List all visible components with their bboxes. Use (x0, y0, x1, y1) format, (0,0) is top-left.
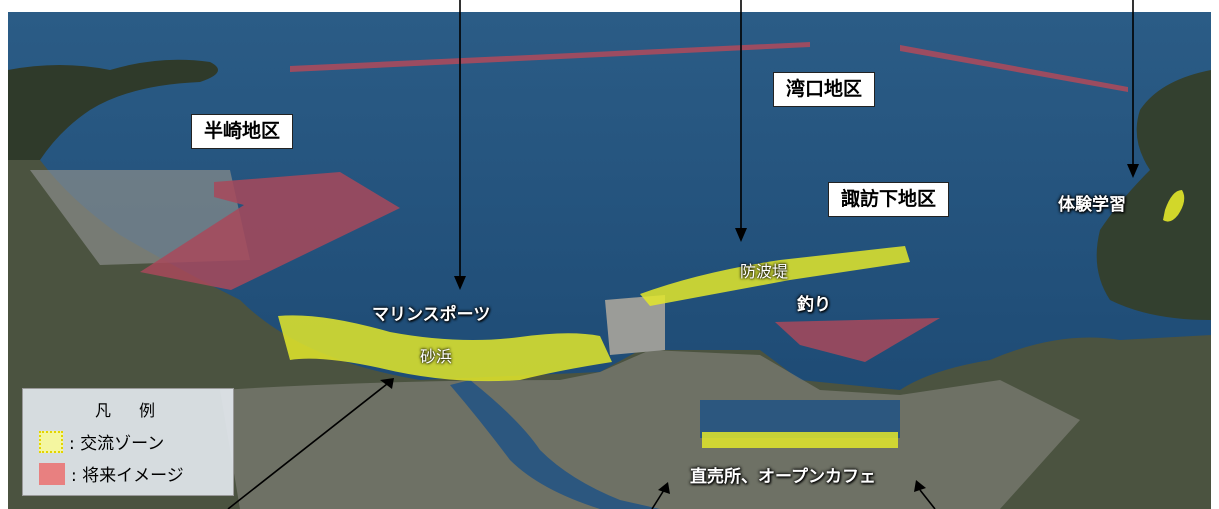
legend-item-future-image: : 将来イメージ (39, 461, 184, 486)
exchange-zone-market (702, 432, 898, 448)
arrow-marine-sports (454, 0, 466, 290)
legend-swatch-exchange-zone (39, 430, 63, 453)
arrow-beach (227, 378, 394, 509)
district-label-suwashita: 諏訪下地区 (828, 182, 950, 217)
land-left-upper (8, 59, 218, 210)
label-market-cafe: 直売所、オープンカフェ (690, 467, 876, 487)
label-marine-sports: マリンスポーツ (372, 305, 491, 325)
arrow-cafe (914, 480, 936, 509)
future-zone-fishing (775, 318, 940, 362)
exchange-zone-beach (278, 315, 612, 382)
land-right (1096, 70, 1211, 320)
legend-item-exchange-zone: : 交流ゾーン (39, 429, 164, 454)
legend: 凡 例 : 交流ゾーン : 将来イメージ (22, 388, 234, 496)
label-fishing: 釣り (797, 295, 831, 315)
future-zone-breakwater-right (900, 45, 1128, 92)
exchange-zone-experience (1163, 190, 1185, 222)
arrow-experience (1127, 0, 1139, 178)
legend-label-future-image: : 将来イメージ (71, 466, 184, 486)
legend-title: 凡 例 (94, 401, 161, 420)
label-experience: 体験学習 (1058, 195, 1126, 215)
district-label-wanguchi: 湾口地区 (773, 72, 876, 107)
port-center (605, 295, 665, 355)
future-zone-breakwater-left (290, 42, 810, 72)
arrow-market (651, 482, 670, 509)
legend-label-exchange-zone: : 交流ゾーン (69, 434, 165, 454)
inner-harbor (700, 400, 900, 438)
label-breakwater: 防波堤 (740, 262, 789, 281)
river (450, 380, 660, 509)
urban-area (220, 350, 1080, 509)
exchange-zone-breakwater (640, 246, 910, 306)
district-label-hanzaki: 半崎地区 (191, 114, 294, 149)
legend-swatch-future-image (39, 462, 65, 485)
future-zone-hanzaki (140, 172, 400, 290)
arrow-breakwater (735, 0, 747, 242)
label-beach: 砂浜 (420, 347, 453, 366)
